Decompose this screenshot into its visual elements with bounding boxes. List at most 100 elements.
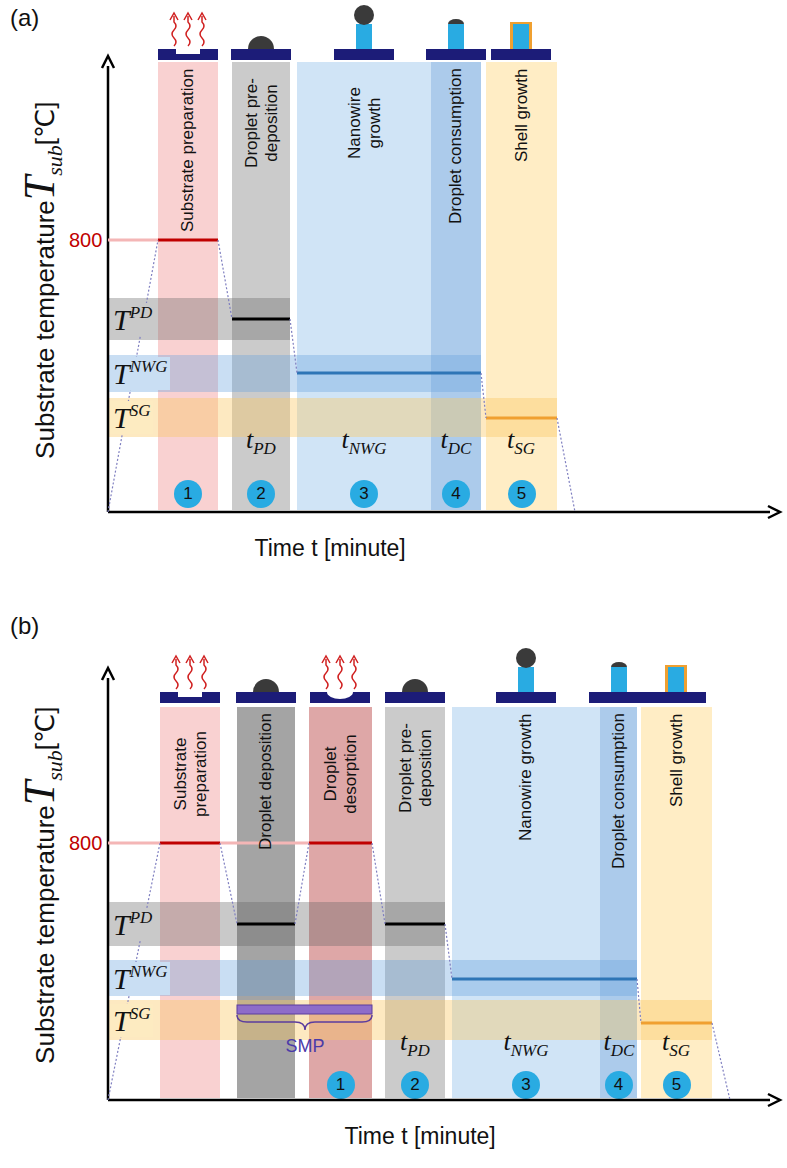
phase-title: Shell growth (667, 713, 687, 807)
droplet (354, 5, 374, 25)
panel-letter-wrap: (a) (10, 4, 39, 33)
smp-brace (237, 1015, 372, 1030)
substrate (160, 692, 220, 703)
temperature-label-wrap: TSG (110, 1004, 153, 1037)
callout-number: 1 (336, 1075, 345, 1095)
axis-arrowhead (768, 1094, 780, 1106)
duration-label: t (604, 1027, 611, 1056)
substrate (589, 692, 649, 703)
phase-band: Substrate preparation1 (158, 62, 218, 510)
temperature-level (385, 923, 445, 926)
panel-letter: (b) (10, 612, 39, 639)
stage-icon (496, 648, 556, 703)
substrate (496, 692, 556, 703)
heat-arrowhead (336, 656, 344, 663)
callout-number: 3 (521, 1075, 530, 1095)
heat-arrowhead (172, 656, 180, 663)
panel-letter-wrap: (b) (10, 612, 39, 641)
duration-label: NWG (511, 1041, 549, 1060)
phase-title: Nanowire growth (345, 68, 384, 178)
temperature-guide (108, 239, 158, 242)
duration-label-wrap: tNWG (342, 424, 387, 459)
duration-label-wrap: tSG (507, 424, 535, 459)
phase-title-wrap: Droplet desorption (321, 713, 360, 835)
axis-title: Time t [minute] (345, 1123, 496, 1149)
temperature-symbol: T (113, 401, 130, 434)
shell (665, 665, 687, 667)
step-number-circle: 1 (174, 480, 202, 508)
substrate-notch (176, 49, 200, 54)
temperature-guide (220, 842, 309, 845)
nanowire (356, 24, 372, 49)
temperature-label-wrap: TNWG (110, 357, 170, 390)
shell (510, 24, 513, 49)
axis-title-wrap: Substrate temperatureTsub[℃] (13, 101, 67, 458)
duration-label: DC (448, 439, 472, 458)
stage-icon (589, 662, 649, 703)
axis-title-wrap: Time t [minute] (255, 535, 406, 563)
droplet (611, 662, 627, 667)
heat-arrow (352, 659, 356, 689)
tick-label-wrap: 800 (69, 831, 102, 855)
duration-label: t (504, 1027, 511, 1056)
phase-title: Droplet consumption (609, 713, 629, 869)
temperature-superscript: NWG (130, 357, 168, 376)
stage-icon (646, 665, 706, 703)
callout-number: 5 (517, 484, 526, 504)
phase-title: Droplet desorption (321, 713, 360, 835)
temperature-level (237, 923, 295, 926)
substrate (646, 692, 706, 703)
callout-number: 2 (256, 484, 265, 504)
tick-label-wrap: 800 (69, 228, 102, 252)
droplet (516, 648, 536, 668)
duration-label: SG (514, 439, 535, 458)
stage-icon (491, 22, 551, 60)
heat-arrowhead (170, 13, 178, 20)
stage-icon (160, 656, 220, 703)
temperature-ramp (295, 843, 309, 924)
duration-label: t (507, 425, 514, 454)
step-number-circle: 3 (512, 1071, 540, 1099)
temperature-superscript: PD (130, 908, 153, 927)
shell (665, 667, 668, 692)
axis-title: T (14, 176, 63, 200)
phase-title-wrap: Nanowire growth (345, 68, 384, 178)
temperature-ramp (290, 319, 297, 373)
y-axis (107, 66, 110, 512)
temperature-superscript: SG (130, 1004, 151, 1023)
duration-label: t (662, 1027, 669, 1056)
substrate (491, 49, 551, 60)
temperature-level (309, 842, 372, 845)
stage-icon (158, 13, 218, 60)
phase-title-wrap: Droplet deposition (256, 713, 276, 850)
heat-arrowhead (200, 656, 208, 663)
heat-arrow (324, 659, 328, 689)
temperature-symbol: T (113, 962, 130, 995)
heat-arrow (188, 659, 192, 689)
duration-label: DC (611, 1041, 635, 1060)
axis-title: Time t [minute] (255, 535, 406, 561)
axis-title: sub (41, 145, 66, 176)
temperature-ramp (557, 418, 575, 512)
temperature-label-wrap: TPD (110, 303, 155, 336)
phase-title-wrap: Nanowire growth (516, 713, 536, 841)
duration-label: t (246, 425, 253, 454)
phase-title: Shell growth (512, 68, 532, 162)
x-axis (108, 1099, 770, 1102)
duration-label: t (400, 1027, 407, 1056)
duration-label-wrap: tPD (246, 424, 276, 459)
substrate (385, 692, 445, 703)
step-number-circle: 1 (327, 1071, 355, 1099)
x-axis (108, 511, 770, 514)
nanowire (513, 24, 529, 49)
phase-title-wrap: Droplet pre-deposition (242, 68, 281, 178)
phase-title-wrap: Shell growth (667, 713, 687, 807)
heat-arrow (338, 659, 342, 689)
axis-title: Substrate temperature (29, 805, 59, 1064)
callout-number: 3 (359, 484, 368, 504)
bracket-label: SMP (286, 1036, 325, 1056)
y-axis (107, 678, 110, 1100)
heat-arrowhead (198, 13, 206, 20)
heat-arrow (202, 659, 206, 689)
